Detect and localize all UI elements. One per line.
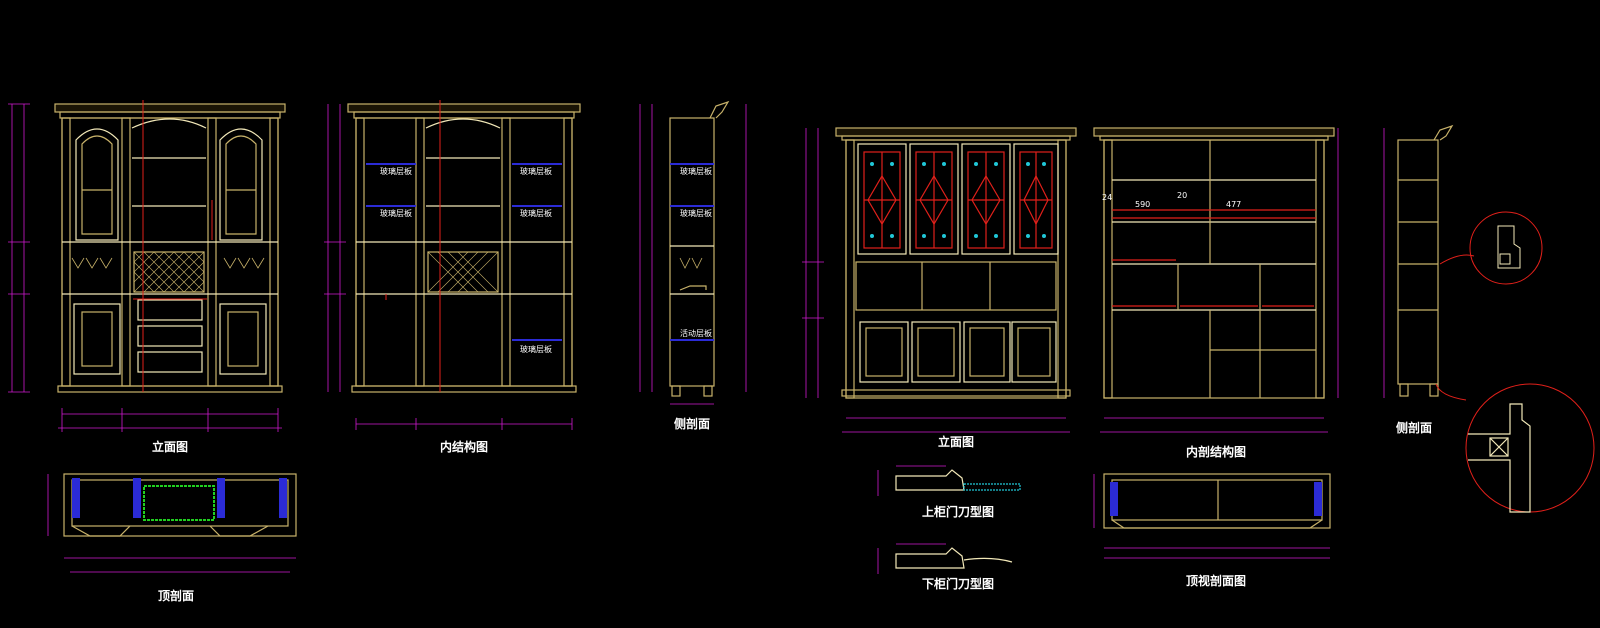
dimensions-internal-right [1100, 128, 1339, 433]
glass-shelf-label: 玻璃层板 [520, 208, 552, 218]
side-section-left [669, 100, 730, 397]
top-section-left [63, 473, 297, 537]
caption-lower-door-profile: 下柜门刀型图 [922, 576, 994, 591]
top-section-right-blue [1110, 482, 1322, 516]
dim-590: 590 [1135, 200, 1150, 209]
internal-right-red [1112, 209, 1316, 307]
dim-20: 20 [1177, 191, 1187, 200]
lower-door-profile [895, 547, 1013, 569]
glass-shelf-label: 玻璃层板 [380, 208, 412, 218]
caption-internal-left: 内结构图 [440, 439, 488, 454]
detail-upper-profile [1497, 225, 1521, 269]
detail-circle-upper [1439, 211, 1543, 285]
internal-structure-right [1093, 127, 1335, 399]
glass-shelf-label: 玻璃层板 [520, 166, 552, 176]
top-section-left-blue [72, 478, 287, 518]
caption-upper-door-profile: 上柜门刀型图 [922, 504, 994, 519]
movable-shelf-label: 活动层板 [680, 328, 712, 338]
caption-side-right: 侧剖面 [1396, 420, 1432, 435]
dim-24: 24 [1102, 193, 1112, 202]
front-right-cyan-glass [870, 162, 1046, 238]
front-elevation-left [54, 103, 286, 393]
front-elevation-right [835, 127, 1077, 399]
caption-front-right: 立面图 [938, 434, 974, 449]
front-right-red-leading [863, 151, 1053, 249]
dimensions-top-left [47, 474, 296, 573]
detail-lower-profile [1468, 403, 1531, 513]
caption-side-left: 侧剖面 [674, 416, 710, 431]
upper-door-dim [877, 465, 946, 496]
glass-shelf-label: 玻璃层板 [680, 208, 712, 218]
side-section-right [1397, 124, 1454, 397]
caption-front-left: 立面图 [152, 439, 188, 454]
dimensions-side-left [639, 104, 747, 405]
upper-door-profile [895, 469, 1021, 491]
glass-shelf-label: 玻璃层板 [520, 344, 552, 354]
lower-door-dim [877, 543, 946, 574]
glass-shelf-label: 玻璃层板 [380, 166, 412, 176]
caption-internal-right: 内剖结构图 [1186, 444, 1246, 459]
caption-top-left: 顶剖面 [158, 588, 194, 603]
dimensions-front-left [8, 103, 282, 432]
dim-477: 477 [1226, 200, 1241, 209]
front-elevation-left-red [133, 100, 213, 392]
glass-shelf-label: 玻璃层板 [680, 166, 712, 176]
dimensions-top-right [1093, 474, 1330, 559]
internal-structure-left [347, 103, 581, 393]
dimensions-internal-left [324, 104, 573, 430]
dimensions-front-right [802, 128, 1070, 433]
internal-left-red [385, 100, 441, 392]
internal-left-blue-shelves [366, 163, 562, 341]
caption-top-right: 顶视剖面图 [1186, 573, 1246, 588]
